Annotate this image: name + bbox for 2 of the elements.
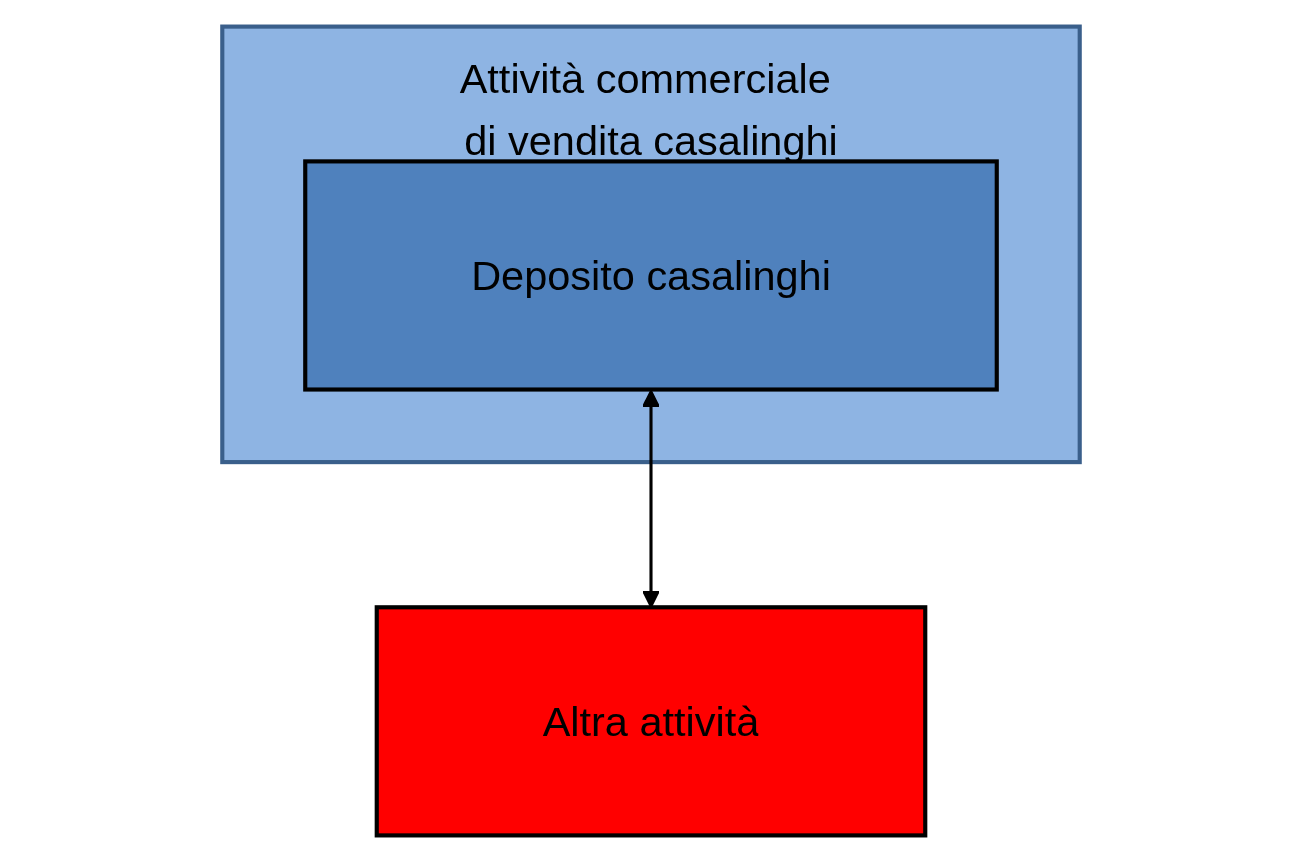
node-box: Deposito casalinghi [303, 159, 999, 392]
node-box: Altra attività [374, 605, 928, 838]
